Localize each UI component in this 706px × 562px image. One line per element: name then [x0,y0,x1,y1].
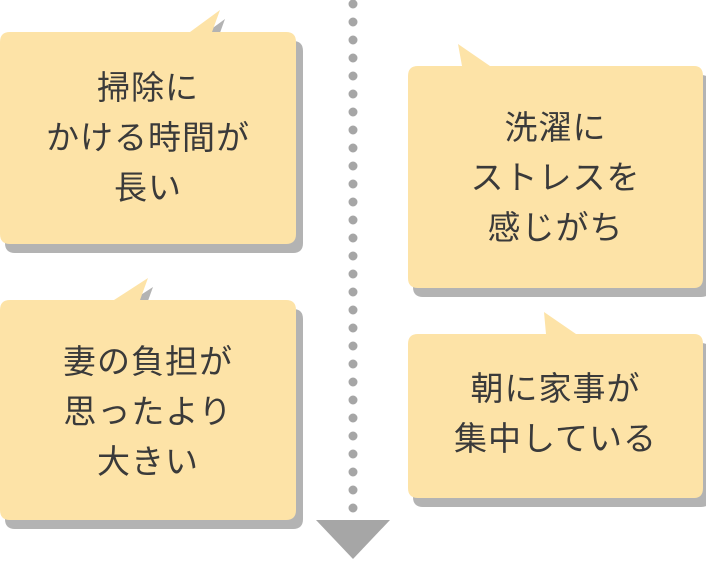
bubble-text-line: 掃除に [97,68,199,107]
timeline-arrowhead-icon [316,520,390,559]
bubble-text-line: 朝に家事が [470,369,641,408]
bubble-text-line: ストレスを [470,158,641,197]
bubble-text-line: 妻の負担が [63,342,233,381]
bubble-top-right-shape [408,44,703,288]
bubble-top-left [0,10,303,253]
bubble-text-line: かける時間が [46,118,250,157]
bubble-text-line: 長い [114,168,182,207]
bubble-text-line: 集中している [453,419,657,458]
bubble-bottom-right [408,312,706,507]
bubble-bottom-left-shape [0,278,296,520]
bubble-top-right-text: 洗濯に ストレスを 感じがち [408,98,703,258]
timeline-arrow [316,0,390,559]
bubble-bottom-left [0,278,303,529]
bubble-top-right [408,44,706,297]
bubble-text-line: 感じがち [487,208,624,247]
bubble-text-line: 大きい [97,442,199,481]
bubble-bottom-right-shape [408,312,703,498]
bubble-text-line: 思ったより [63,392,233,431]
bubble-bottom-left-text: 妻の負担が 思ったより 大きい [0,332,296,492]
bubble-top-left-text: 掃除に かける時間が 長い [0,58,296,218]
bubble-bottom-right-text: 朝に家事が 集中している [408,356,703,472]
bubble-top-left-shape [0,10,296,244]
bubble-text-line: 洗濯に [504,108,607,147]
